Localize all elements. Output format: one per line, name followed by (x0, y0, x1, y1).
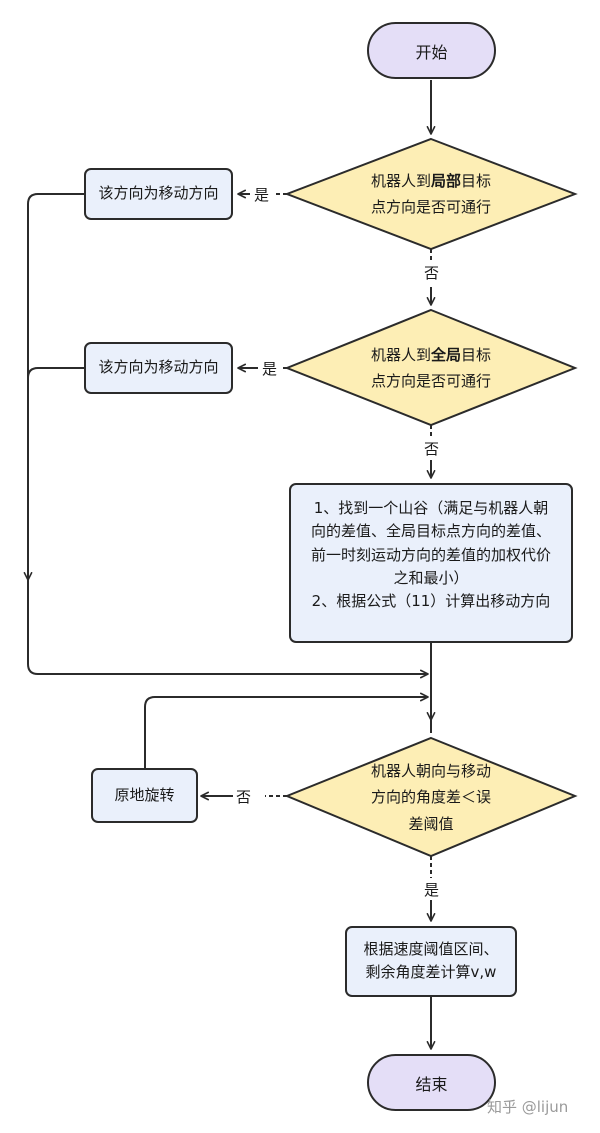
decision-local-line2: 点方向是否可通行 (370, 198, 491, 217)
decision-angle-text: 机器人朝向与移动 方向的角度差＜误 差阈值 (331, 758, 531, 837)
edge-setdir1-return (23, 193, 85, 581)
set-direction-box-2: 该方向为移动方向 (84, 342, 233, 394)
valley-line-1: 1、找到一个山谷（满足与机器人朝 (313, 499, 549, 517)
rotate-in-place-box: 原地旋转 (91, 768, 198, 823)
start-node: 开始 (367, 22, 496, 79)
compute-vw-line-2: 剩余角度差计算v,w (365, 963, 497, 982)
decision-local-bold: 局部 (430, 172, 461, 190)
edge-label-local-yes: 是 (251, 186, 273, 204)
decision-local-pre: 机器人到 (370, 172, 431, 190)
edge-label-angle-yes: 是 (421, 881, 443, 899)
decision-global-pre: 机器人到 (370, 346, 431, 364)
valley-line-5: 2、根据公式（11）计算出移动方向 (311, 592, 551, 610)
valley-line-3: 前一时刻运动方向的差值的加权代价 (310, 545, 551, 564)
set-direction-label-1: 该方向为移动方向 (98, 184, 219, 203)
set-direction-box-1: 该方向为移动方向 (84, 168, 233, 220)
decision-angle-line1: 机器人朝向与移动 (370, 762, 491, 780)
end-node: 结束 (367, 1054, 496, 1111)
compute-vw-line-1: 根据速度阈值区间、 (363, 940, 499, 958)
watermark: 知乎 @lijun (487, 1098, 569, 1116)
decision-local-post: 目标 (461, 172, 492, 190)
set-direction-label-2: 该方向为移动方向 (98, 358, 219, 377)
edge-label-angle-no: 否 (233, 788, 255, 806)
decision-global-text: 机器人到全局目标 点方向是否可通行 (331, 342, 531, 395)
decision-local-text: 机器人到局部目标 点方向是否可通行 (331, 168, 531, 221)
valley-search-box: 1、找到一个山谷（满足与机器人朝 向的差值、全局目标点方向的差值、 前一时刻运动… (289, 483, 573, 643)
decision-angle-line2: 方向的角度差＜误 (370, 788, 491, 807)
decision-global-bold: 全局 (430, 346, 461, 364)
start-label: 开始 (415, 42, 448, 62)
valley-line-4: 之和最小） (393, 568, 469, 587)
compute-vw-box: 根据速度阈值区间、 剩余角度差计算v,w (345, 926, 517, 997)
decision-global-line2: 点方向是否可通行 (370, 372, 491, 391)
decision-angle-line3: 差阈值 (408, 814, 454, 833)
rotate-label: 原地旋转 (114, 785, 175, 804)
end-label: 结束 (415, 1074, 448, 1094)
edge-label-global-yes: 是 (259, 360, 281, 378)
edge-setdir1-to-merge (27, 580, 429, 679)
valley-line-2: 向的差值、全局目标点方向的差值、 (310, 522, 551, 541)
edge-label-local-no: 否 (421, 264, 443, 282)
edge-label-global-no: 否 (421, 440, 443, 458)
decision-global-post: 目标 (461, 346, 492, 364)
edge-setdir2-return (27, 367, 85, 400)
edge-rotate-loop (144, 692, 429, 768)
